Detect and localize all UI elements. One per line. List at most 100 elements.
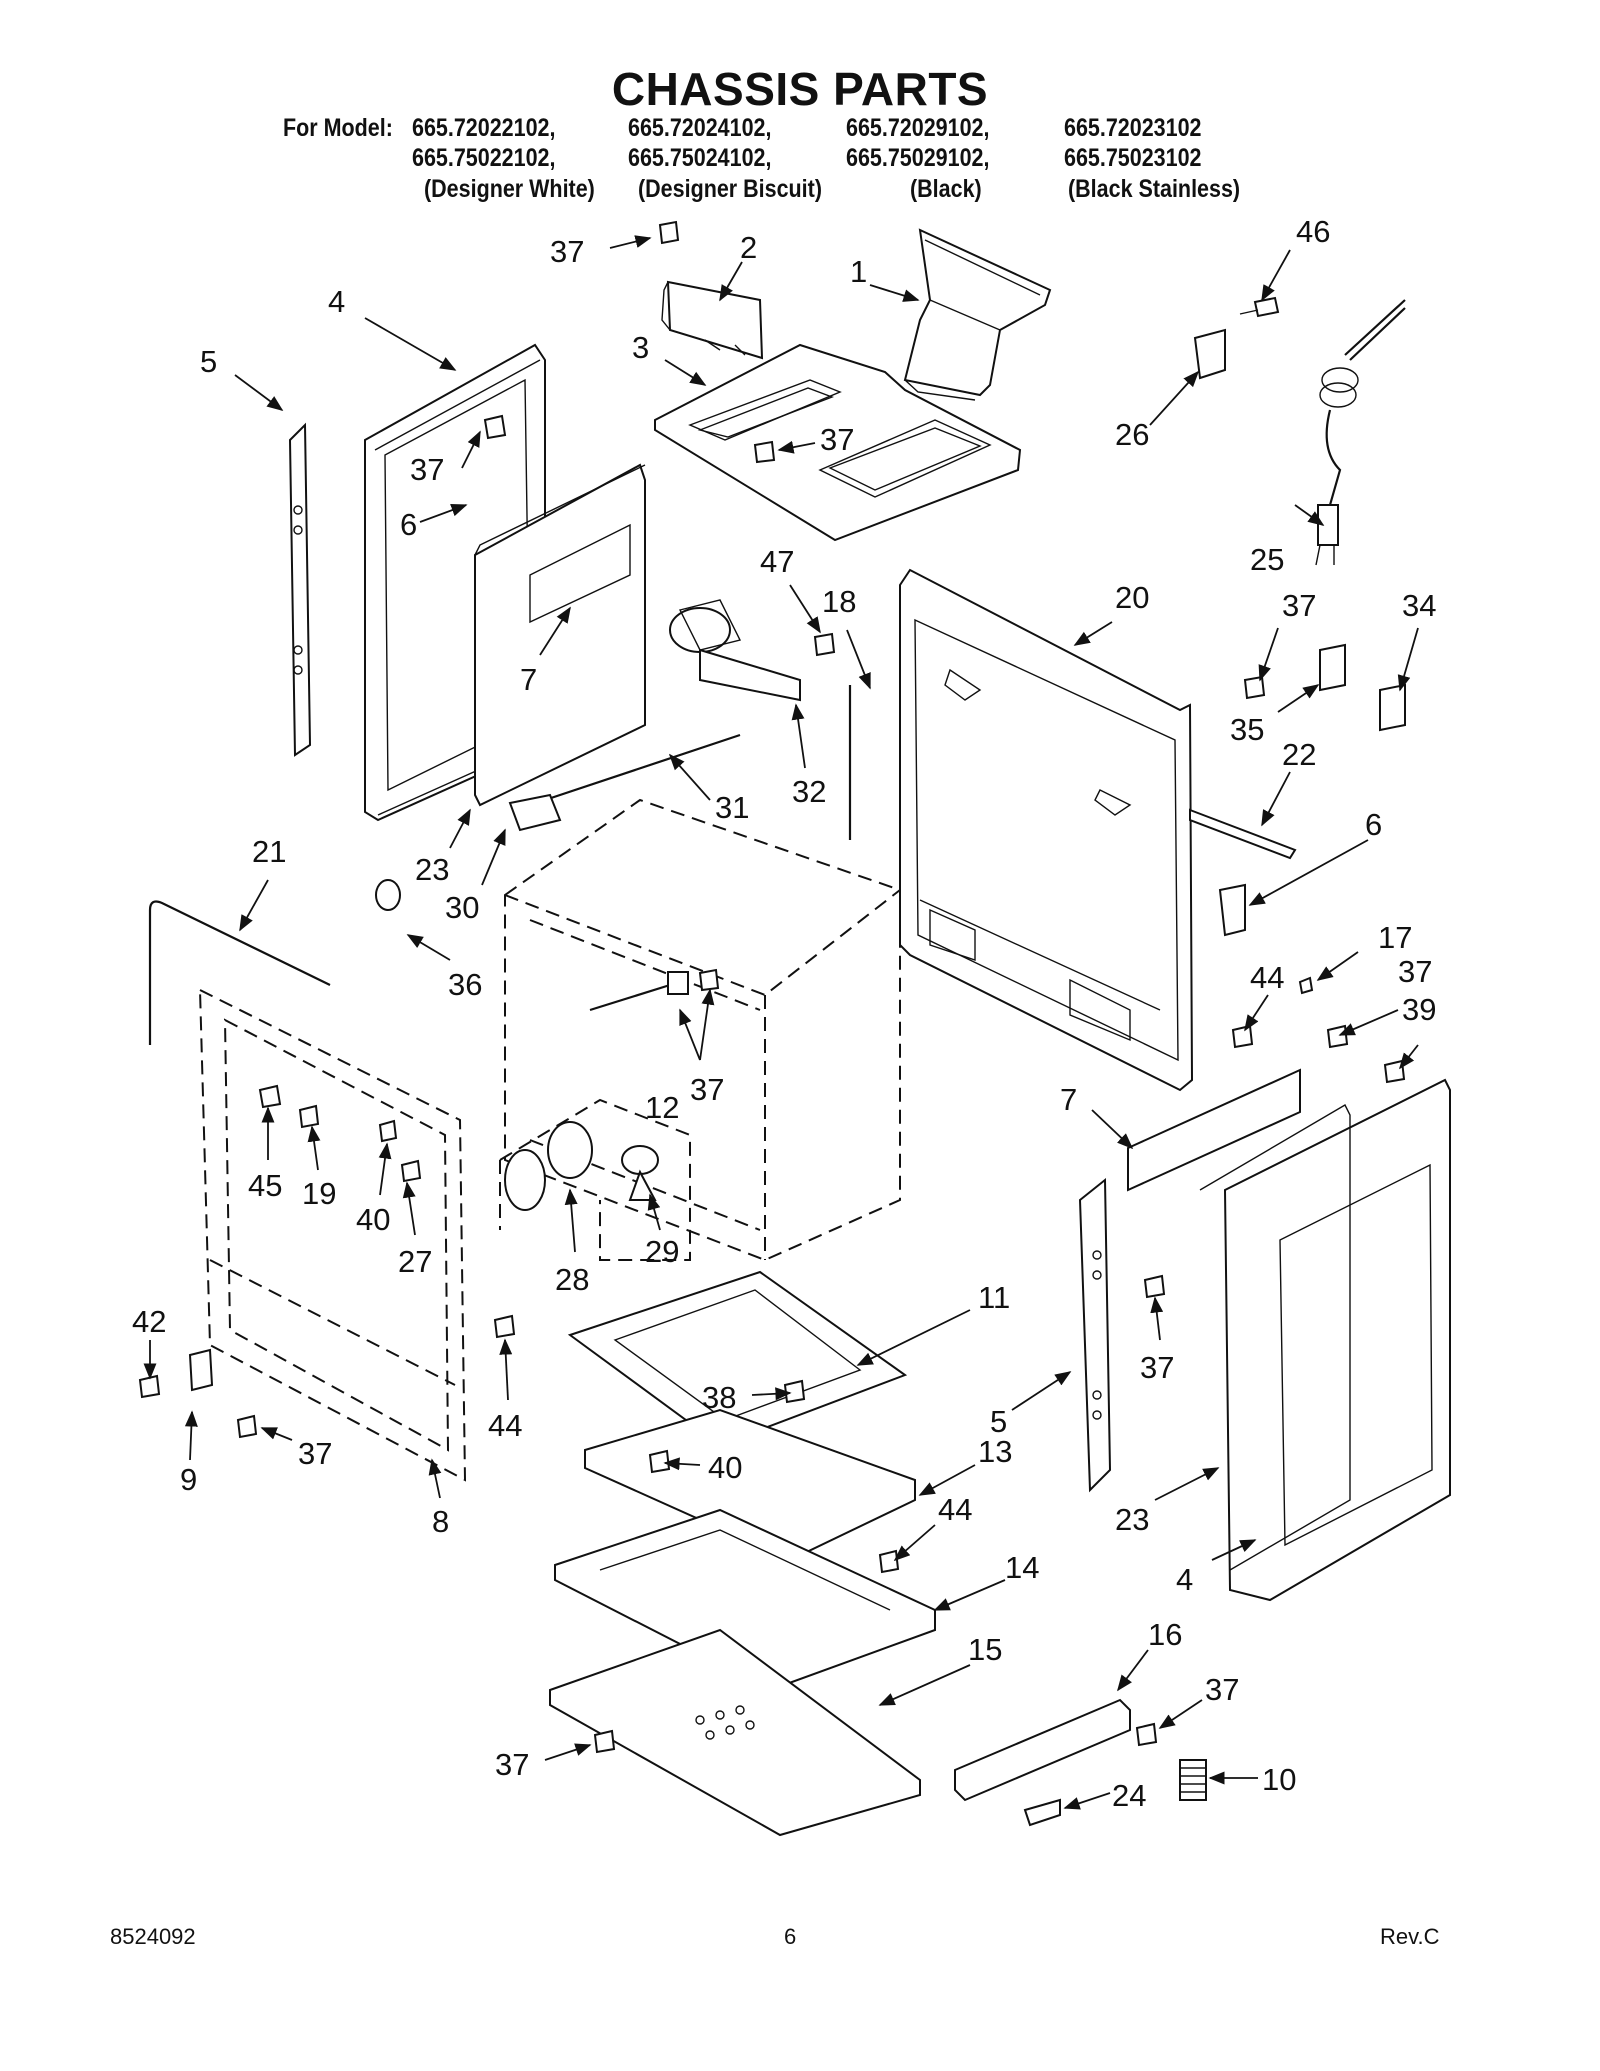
callout-5: 5: [990, 1404, 1007, 1439]
screw-icon: [753, 440, 776, 464]
model-2-2: 665.75024102,: [628, 144, 772, 172]
screw-icon: [483, 414, 507, 440]
callout-5: 5: [200, 344, 217, 379]
callout-47: 47: [760, 544, 794, 579]
screw-icon: [783, 1379, 806, 1404]
screw-icon: [258, 1084, 282, 1109]
callout-4: 4: [1176, 1562, 1193, 1597]
callout-20: 20: [1115, 580, 1149, 615]
callout-40: 40: [356, 1202, 390, 1237]
part-16-rail: [954, 1698, 1131, 1802]
oven-cavity-dashed: [504, 798, 901, 1262]
callout-4: 4: [328, 284, 345, 319]
callout-35: 35: [1230, 712, 1264, 747]
part-2-bracket: [661, 280, 764, 360]
callout-37: 37: [820, 422, 854, 457]
part-36-knob-cap: [375, 879, 401, 911]
callout-23: 23: [1115, 1502, 1149, 1537]
screw-icon: [1135, 1722, 1158, 1747]
callout-45: 45: [248, 1168, 282, 1203]
part-13-tray: [584, 1408, 916, 1562]
callout-24: 24: [1112, 1778, 1146, 1813]
model-1-2: 665.72024102,: [628, 114, 772, 142]
callout-29: 29: [645, 1234, 679, 1269]
callout-36: 36: [448, 967, 482, 1002]
model-row-1: For Model:: [283, 114, 1600, 143]
screw-icon: [400, 1159, 422, 1183]
callout-46: 46: [1296, 214, 1330, 249]
finish-designer-biscuit: (Designer Biscuit): [638, 175, 822, 203]
finish-designer-white: (Designer White): [424, 175, 595, 203]
part-26-bracket: [1193, 328, 1226, 380]
callout-18: 18: [822, 584, 856, 619]
callout-37: 37: [495, 1747, 529, 1782]
callout-32: 32: [792, 774, 826, 809]
part-24-clip: [1023, 1798, 1061, 1827]
callout-3: 3: [632, 330, 649, 365]
screw-icon: [493, 1314, 516, 1339]
callout-12: 12: [645, 1090, 679, 1125]
callout-37: 37: [1398, 954, 1432, 989]
callout-44: 44: [938, 1492, 972, 1527]
screw-icon: [648, 1449, 671, 1474]
callout-15: 15: [968, 1632, 1002, 1667]
part-35-bracket: [1319, 643, 1346, 692]
part-8-door-frame-dashed: [198, 988, 467, 1482]
callout-37: 37: [410, 452, 444, 487]
part-28-29-knob-group: [499, 1098, 691, 1261]
callout-9: 9: [180, 1462, 197, 1497]
callout-27: 27: [398, 1244, 432, 1279]
callout-38: 38: [702, 1380, 736, 1415]
part-7-right-heat-shield: [1127, 1068, 1301, 1192]
screw-icon: [658, 220, 680, 245]
screw-icon: [1243, 675, 1266, 700]
revision-label: Rev.C: [1380, 1924, 1440, 1949]
screw-icon: [236, 1414, 258, 1439]
part-4-right-side-panel: [1199, 1078, 1451, 1602]
finish-black-stainless: (Black Stainless): [1068, 175, 1241, 203]
callout-37: 37: [298, 1436, 332, 1471]
part-14-drawer: [554, 1508, 936, 1692]
model-1-1: 665.72022102,: [412, 114, 556, 142]
part-22-rail: [1189, 808, 1297, 860]
part-1-vent-duct: [903, 228, 1052, 401]
callout-6: 6: [1365, 807, 1382, 842]
callout-10: 10: [1262, 1762, 1296, 1797]
callout-44: 44: [1250, 960, 1284, 995]
screw-icon: [138, 1374, 161, 1399]
part-12-sensor: [589, 971, 689, 1012]
part-10-leveling-leg: [1179, 1759, 1207, 1801]
callout-13: 13: [978, 1434, 1012, 1469]
callout-23: 23: [415, 852, 449, 887]
callout-37: 37: [1205, 1672, 1239, 1707]
callout-28: 28: [555, 1262, 589, 1297]
part-21-gasket-wire: [148, 900, 331, 1045]
callout-22: 22: [1282, 737, 1316, 772]
part-3-burner-box: [654, 343, 1022, 542]
callout-37: 37: [550, 234, 584, 269]
callout-7: 7: [1060, 1082, 1077, 1117]
screw-icon: [298, 1104, 320, 1129]
part-5-left-trim: [288, 422, 312, 757]
part-31-rod: [544, 733, 741, 802]
part-6-right-bracket: [1218, 883, 1246, 937]
callout-31: 31: [715, 790, 749, 825]
part-30-clip: [508, 793, 562, 832]
page-title: CHASSIS PARTS: [611, 63, 989, 115]
callout-37: 37: [1140, 1350, 1174, 1385]
callout-42: 42: [132, 1304, 166, 1339]
callout-14: 14: [1005, 1550, 1039, 1585]
callout-30: 30: [445, 890, 479, 925]
screw-icon: [1143, 1274, 1166, 1299]
callout-19: 19: [302, 1176, 336, 1211]
model-prefix: For Model:: [283, 114, 393, 142]
part-32-igniter-bracket: [669, 599, 801, 702]
doc-number: 8524092: [110, 1924, 196, 1949]
callout-37: 37: [690, 1072, 724, 1107]
screw-icon: [813, 632, 836, 657]
part-34-bracket: [1379, 683, 1406, 732]
callout-11: 11: [978, 1280, 1010, 1315]
screw-icon: [698, 968, 720, 992]
part-20-back-panel: [899, 568, 1194, 1092]
